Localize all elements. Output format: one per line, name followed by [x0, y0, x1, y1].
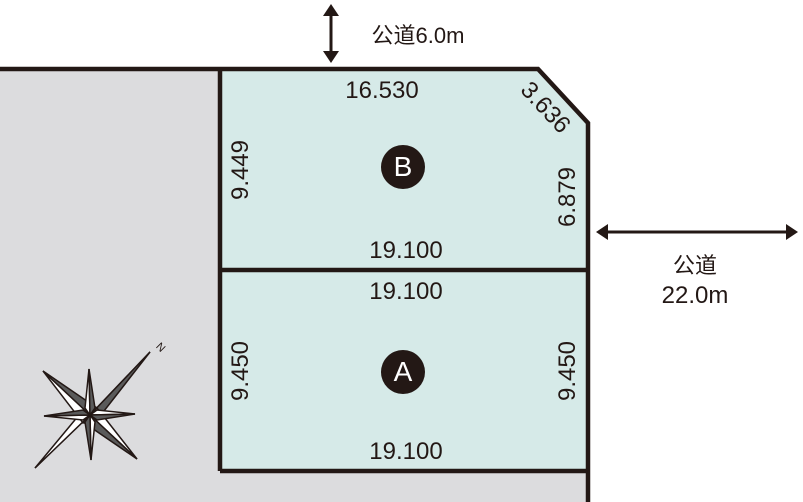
vertical-arrow-icon [323, 4, 339, 63]
right-road-label: 公道 [672, 253, 718, 278]
lot-a-bottom-dim: 19.100 [369, 438, 443, 465]
lot-b-badge: B [381, 145, 425, 189]
right-road-width: 22.0m [661, 282, 729, 309]
horizontal-arrow-icon [596, 224, 798, 240]
road-boundary [0, 66, 591, 502]
lot-a-right-dim: 9.450 [554, 340, 581, 402]
lot-b-bottom-dim: 19.100 [369, 237, 443, 264]
lot-a-top-dim: 19.100 [369, 278, 443, 305]
neighbor-lot-bottom [0, 471, 588, 502]
lot-b-top-dim: 16.530 [345, 77, 419, 104]
top-road-label: 公道6.0m [371, 23, 465, 48]
lot-b-left-dim: 9.449 [227, 139, 254, 201]
lot-b-right-dim: 6.879 [554, 166, 581, 228]
compass-rose-icon [34, 351, 151, 469]
lot-a-badge: A [381, 350, 425, 394]
lot-a-left-dim: 9.450 [227, 340, 254, 402]
